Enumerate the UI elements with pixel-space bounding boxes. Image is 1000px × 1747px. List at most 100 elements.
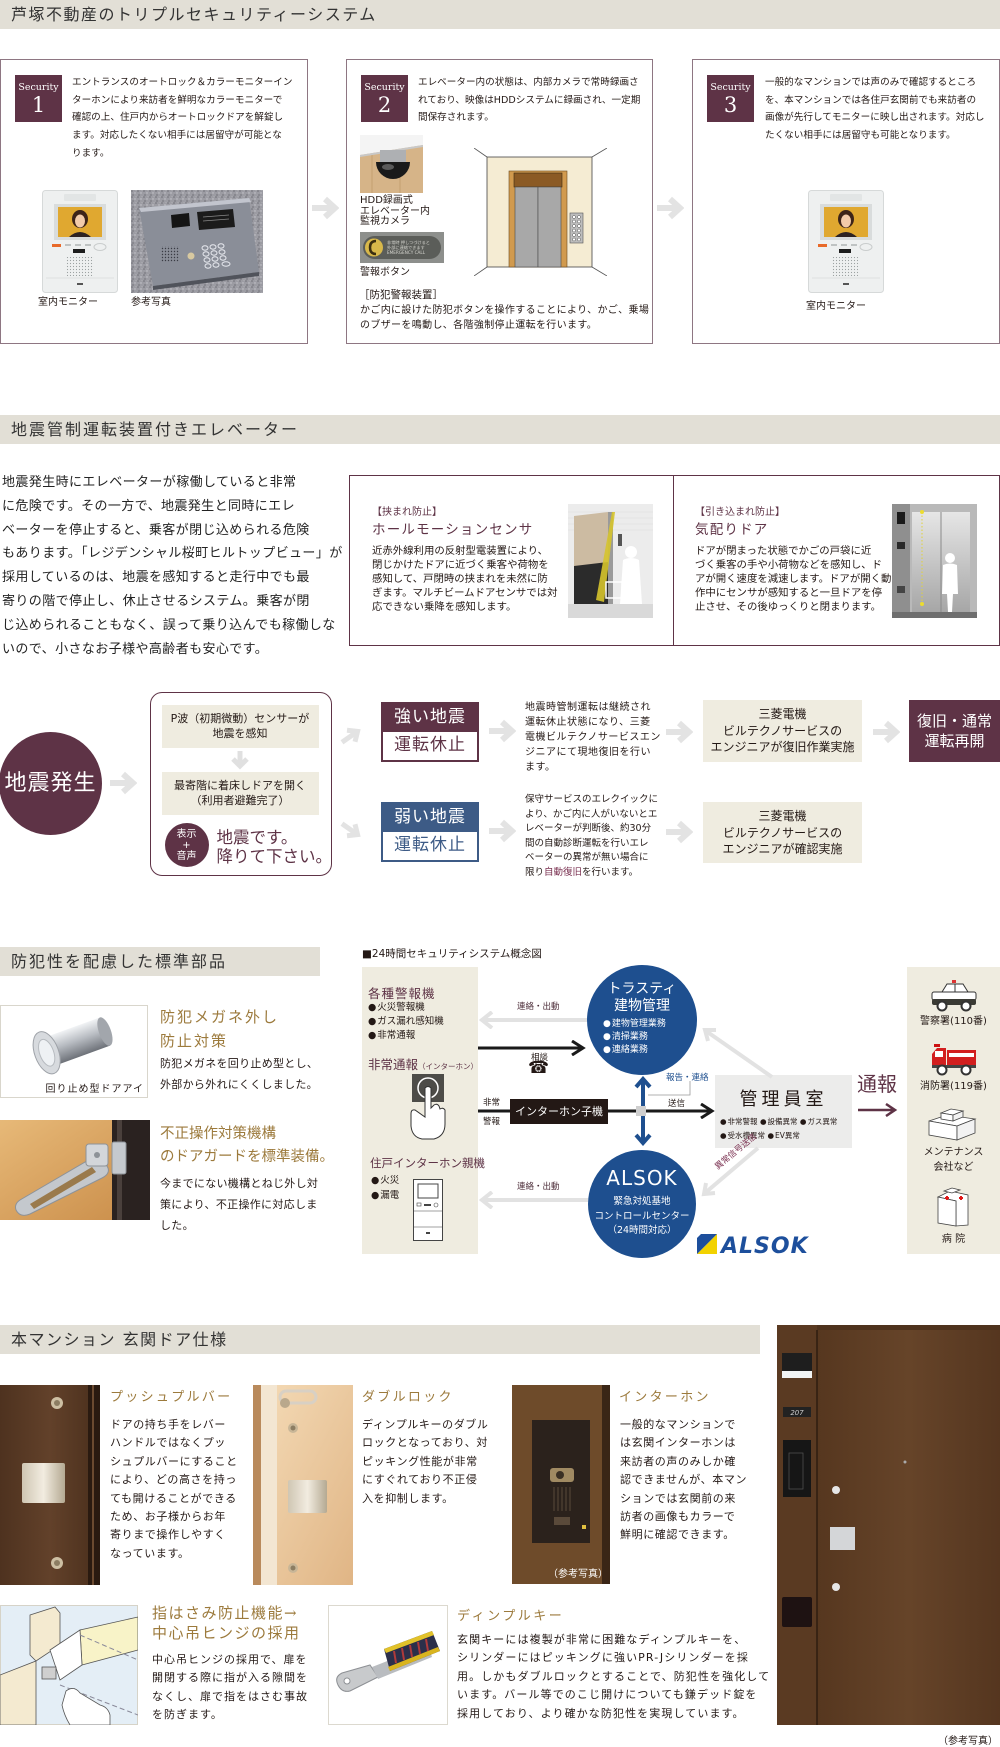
indoor-monitor-photo: [808, 190, 884, 293]
strong-quake-label: 強い地震: [381, 702, 479, 732]
alsok-name: ALSOK: [606, 1166, 678, 1190]
button-caption: 警報ボタン: [360, 267, 410, 278]
arrow-up-right-icon: [340, 727, 361, 745]
weak-quake-text: を行います。: [582, 866, 639, 878]
contact-dispatch-label: 連絡・出動: [517, 1002, 560, 1012]
office-alert: EV異常: [767, 1131, 799, 1140]
report-connector-line: [648, 1081, 691, 1096]
part-description: 防犯メガネを回り止め型とし、 外部から外れにくくしました。: [160, 1057, 319, 1091]
arrow-right-icon: [478, 1040, 586, 1056]
hall-motion-sensor-photo: [568, 504, 653, 618]
arrow-up-left-icon: [702, 1028, 774, 1079]
door-eye-image: [32, 1017, 113, 1075]
section-title-triple-security: 芦塚不動産のトリプルセキュリティーシステム: [0, 0, 1000, 29]
panel-divider: [673, 476, 674, 645]
badge-number: 1: [31, 93, 46, 117]
strong-quake-description: 地震時管制運転は継続され 運転休止状態になり、三菱 電機ビルテクノサービスエン …: [525, 702, 661, 773]
report-contact-label: 報告・連絡: [666, 1073, 709, 1083]
part-title: 不正操作対策機構 のドアガードを標準装備。: [160, 1126, 334, 1165]
emergency-call-note: （インターホン）: [418, 1062, 479, 1071]
section-title-standard-parts: 防犯性を配慮した標準部品: [0, 947, 320, 976]
door-feature-text: 中心吊ヒンジの採用で、扉を 開閉する際に指が入る隙間を なくし、扉で指をはさむ事…: [152, 1653, 308, 1722]
emergency-button-press-icon: [410, 1074, 446, 1140]
intercom-alarm-item: 火災: [371, 1173, 399, 1188]
announcement-text: 地震です。 降りて下さい。: [216, 827, 333, 866]
arrow-down-right-icon: [340, 821, 361, 839]
office-alert-row: 非常警報 設備異常 ガス異常: [720, 1115, 837, 1129]
arrow-down-left-icon: [701, 1146, 760, 1197]
office-alert: ガス異常: [800, 1117, 838, 1126]
earthquake-intro-text: 地震発生時にエレベーターが稼働していると非常 に危険です。その一方で、地震発生と…: [2, 475, 343, 657]
strong-quake-state: 運転休止: [381, 732, 479, 762]
door-eye-photo: 回り止め型ドアアイ: [0, 1005, 148, 1098]
part-description: 今までにない機構とねじ外し対 策により、不正操作に対応しま した。: [160, 1177, 319, 1232]
feature-name: ホールモーションセンサ: [372, 522, 534, 538]
consult-label: 相談: [531, 1053, 549, 1063]
door-feature-text: 一般的なマンションで は玄関インターホンは 来訪者の声のみしか確 認できませんが…: [620, 1418, 748, 1542]
arrow-right-icon: [110, 771, 137, 795]
diagram-heading: ■24時間セキュリティシステム概念図: [362, 948, 542, 960]
security-card-3: Security 3 一般的なマンションでは声のみで確認するところ を、本マンシ…: [692, 59, 1000, 344]
office-alert-row: 受水槽異常 EV異常: [720, 1129, 837, 1143]
door-photo-caption: （参考写真）: [938, 1736, 998, 1747]
double-lock-photo: [253, 1385, 353, 1585]
police-label: 警察署(110番): [920, 1016, 987, 1027]
weak-quake-description: 保守サービスのエレクイックに より、かご内に人がいないとエ レベーターが判断後、…: [525, 793, 658, 881]
security-card-text: エントランスのオートロック＆カラーモニターイン ターホンにより来訪者を鮮明なカラ…: [72, 77, 293, 159]
center-hinge-illustration: [0, 1605, 138, 1725]
police-car-icon: [931, 980, 977, 1012]
alarm-devices-list: 火災警報機 ガス漏れ感知機 非常通報: [368, 1001, 444, 1043]
weak-quake-state: 運転休止: [381, 832, 479, 862]
badge-label: Security: [18, 82, 59, 93]
emergency-label: 非常: [483, 1098, 501, 1108]
device-heading: ［防犯警報装置］: [359, 289, 443, 301]
trusty-name: トラスティ 建物管理: [607, 981, 677, 1014]
arrow-left-icon: [478, 1191, 588, 1209]
door-feature-title: 指はさみ防止機能→ 中心吊ヒンジの採用: [152, 1604, 301, 1642]
badge-number: 3: [723, 93, 738, 117]
trusty-service: 清掃業務: [603, 1031, 666, 1044]
office-alert: 受水槽異常: [720, 1131, 765, 1140]
door-feature-title: ディンプルキー: [457, 1609, 565, 1624]
flow-step-open-door: 最寄階に着床しドアを開く （利用者避難完了）: [161, 771, 319, 815]
earthquake-start-circle: 地震発生: [0, 732, 102, 835]
trusty-management-circle: トラスティ 建物管理 建物管理業務 清掃業務 連絡業務: [587, 965, 697, 1075]
door-feature-title: インターホン: [619, 1390, 711, 1405]
intercom-slave-box: インターホン子機: [510, 1099, 608, 1124]
alarm-item: 火災警報機: [368, 1001, 444, 1015]
push-pull-bar-photo: [0, 1385, 100, 1585]
arrow-right-icon: [489, 719, 516, 743]
send-label: 送信: [668, 1099, 686, 1109]
alsok-control-center-circle: ALSOK 緊急対処基地 コントロールセンター （24時間対応）: [588, 1150, 696, 1258]
manager-office-title: 管理員室: [739, 1089, 828, 1110]
section-title-earthquake: 地震管制運転装置付きエレベーター: [0, 415, 1000, 444]
alsok-description: 緊急対処基地 コントロールセンター （24時間対応）: [594, 1196, 690, 1236]
elevator-features-panel: 【挟まれ防止】 ホールモーションセンサ 近赤外線利用の反射型電装置により、 閉じ…: [349, 475, 1000, 646]
residence-devices-panel: 各種警報機 火災警報機 ガス漏れ感知機 非常通報 非常通報（インターホン） 住戸…: [362, 967, 485, 1254]
security-badge-3: Security 3: [707, 75, 754, 122]
arrow-right-icon: [666, 820, 693, 844]
entrance-panel-photo: [131, 190, 263, 293]
button-plate-text: EMERGENCY CALL: [387, 250, 426, 255]
photo-caption: 室内モニター: [38, 297, 98, 308]
weak-quake-box: 弱い地震 運転休止: [381, 802, 479, 862]
hospital-label: 病 院: [941, 1234, 966, 1245]
badge-label: Security: [364, 82, 405, 93]
security-card-2: Security 2 エレベーター内の状態は、内部カメラで常時録画さ れており、…: [346, 59, 653, 344]
manager-office-box: 管理員室 非常警報 設備異常 ガス異常 受水槽異常 EV異常: [715, 1075, 852, 1148]
phone-handset-icon: [368, 239, 377, 256]
room-number: 207: [790, 1409, 804, 1417]
photo-caption: 参考写真: [131, 297, 171, 308]
emergency-call-label: 非常通報: [368, 1057, 419, 1072]
unit-intercom-list: 火災 漏電: [371, 1173, 399, 1203]
emergency-call-title: 非常通報（インターホン）: [368, 1054, 478, 1073]
door-guard-photo: [0, 1120, 150, 1220]
flow-step-p-wave: P波（初期微動）センサーが 地震を感知: [161, 704, 319, 748]
alsok-logo: ALSOK: [697, 1234, 809, 1255]
arrow-right-icon: [873, 720, 900, 744]
security-badge-1: Security 1: [15, 75, 62, 122]
door-feature-title: プッシュプルバー: [110, 1390, 233, 1405]
initial-response-box: P波（初期微動）センサーが 地震を感知 最寄階に着床しドアを開く （利用者避難完…: [150, 692, 332, 876]
feature-tag: 【挟まれ防止】: [372, 507, 442, 518]
